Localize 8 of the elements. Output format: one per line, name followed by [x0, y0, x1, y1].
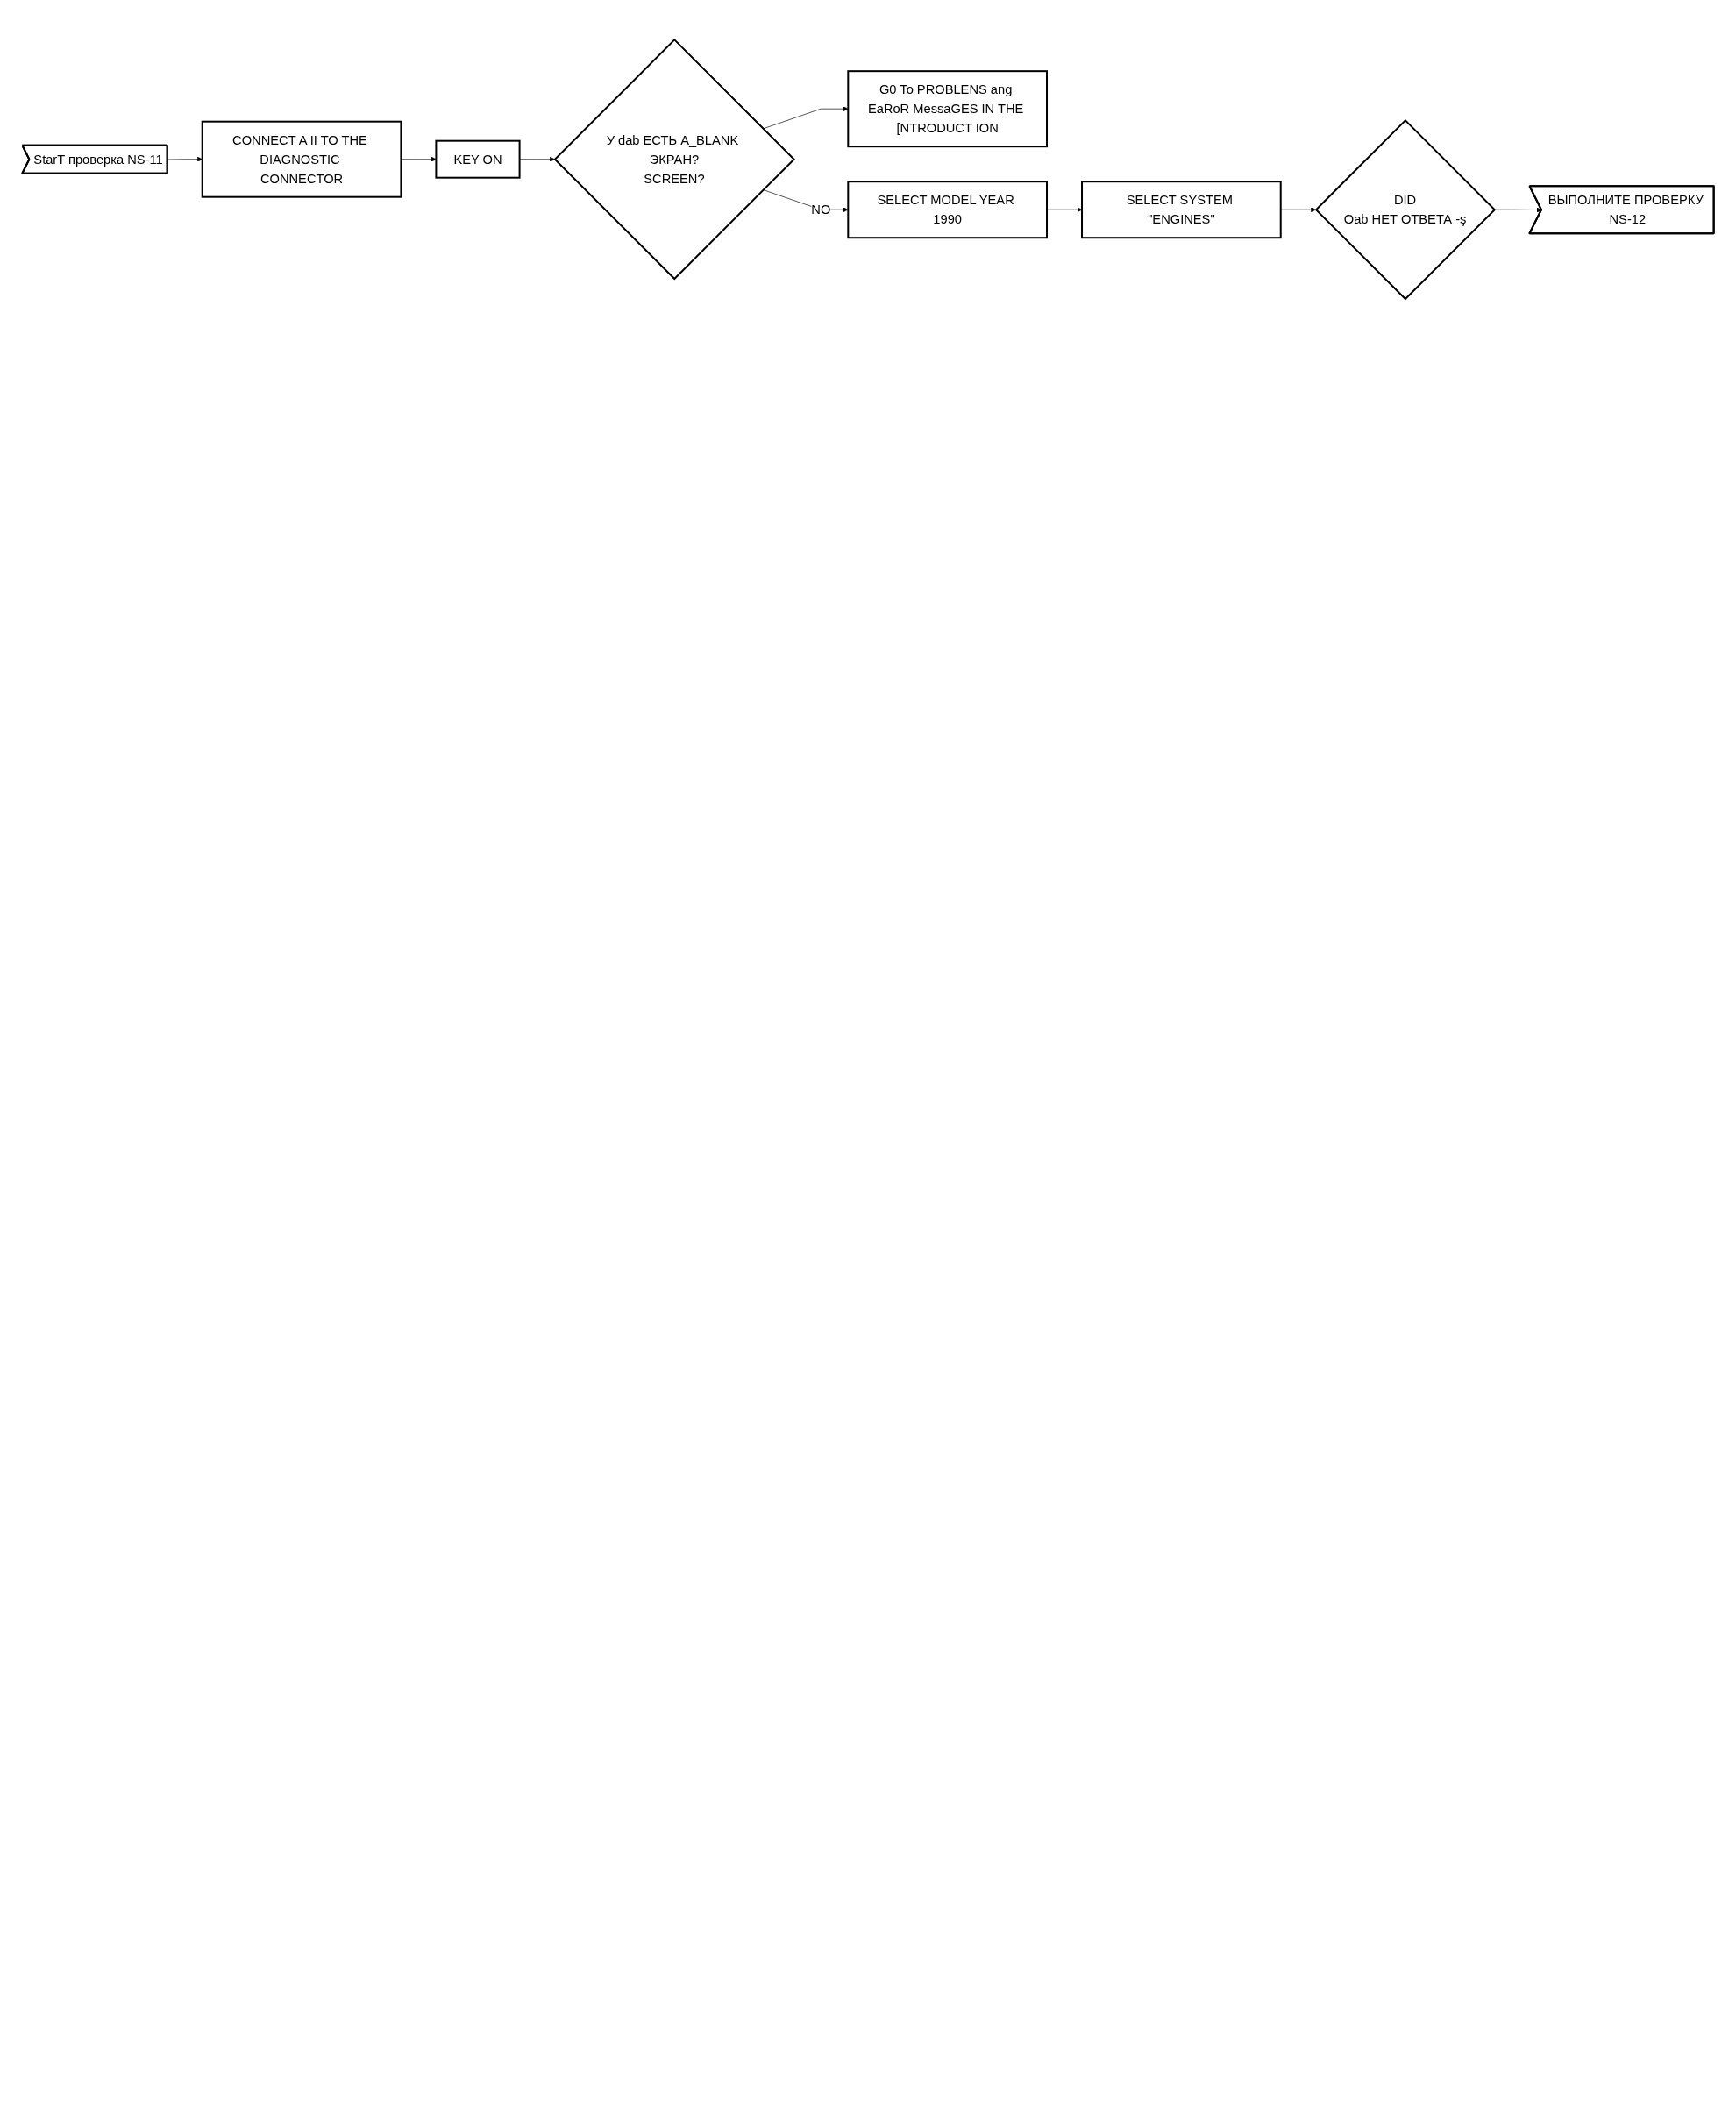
node-box: G0 To PROBLENS ang EaRoR MessaGES IN THE [NTRODUCT ION	[847, 70, 1048, 148]
edge-label: NO	[811, 202, 831, 217]
node-diamond: DID Oab НЕТ ОТВЕТА -ş	[1314, 118, 1497, 301]
node-diamond: У dab ЕСТЬ A_BLANK ЭКРАН? SCREEN?	[553, 38, 796, 281]
node-box: CONNECT A II TO THE DIAGNOSTIC CONNECTOR	[201, 120, 402, 198]
node-box: SELECT MODEL YEAR 1990	[847, 181, 1048, 239]
node-box: SELECT SYSTEM "ENGINES"	[1081, 181, 1282, 239]
node-box: KEY ON	[435, 139, 521, 179]
